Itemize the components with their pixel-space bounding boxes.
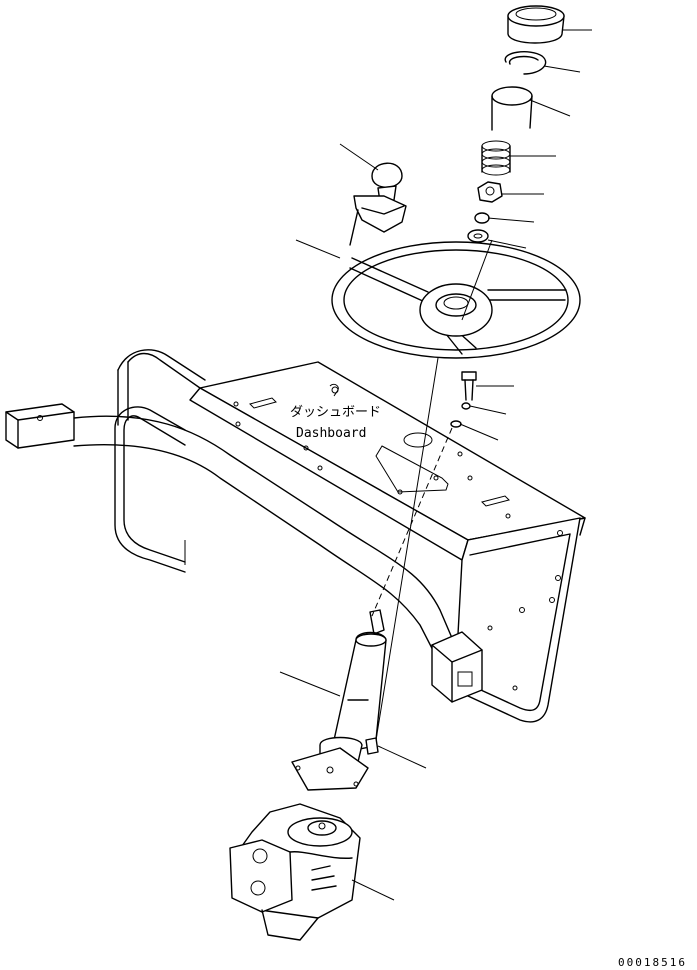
horn-cap <box>507 5 565 44</box>
center-axis <box>375 357 439 741</box>
steering-valve <box>229 803 361 941</box>
leader-lines <box>279 29 592 901</box>
dashboard-label-jp: ダッシュボード <box>290 405 381 420</box>
steering-wheel <box>331 241 581 359</box>
small-washer-2 <box>450 420 462 428</box>
guard-frame <box>114 349 206 573</box>
steering-column <box>291 609 387 791</box>
lock-washer <box>474 212 490 224</box>
nut <box>477 181 503 203</box>
washer <box>467 229 489 243</box>
spring <box>481 140 511 176</box>
horn-button <box>491 86 533 131</box>
snap-ring <box>504 51 547 75</box>
bolt <box>461 371 477 401</box>
dashed-axis <box>371 427 453 617</box>
handle-bar-end <box>431 631 483 703</box>
small-washer-1 <box>461 402 471 410</box>
wheel-axis <box>461 239 493 321</box>
dashboard-plate <box>189 361 586 723</box>
lever-knob <box>349 162 407 246</box>
dashboard-label-en: Dashboard <box>296 426 366 441</box>
drawing-number: 00018516 <box>618 956 687 969</box>
